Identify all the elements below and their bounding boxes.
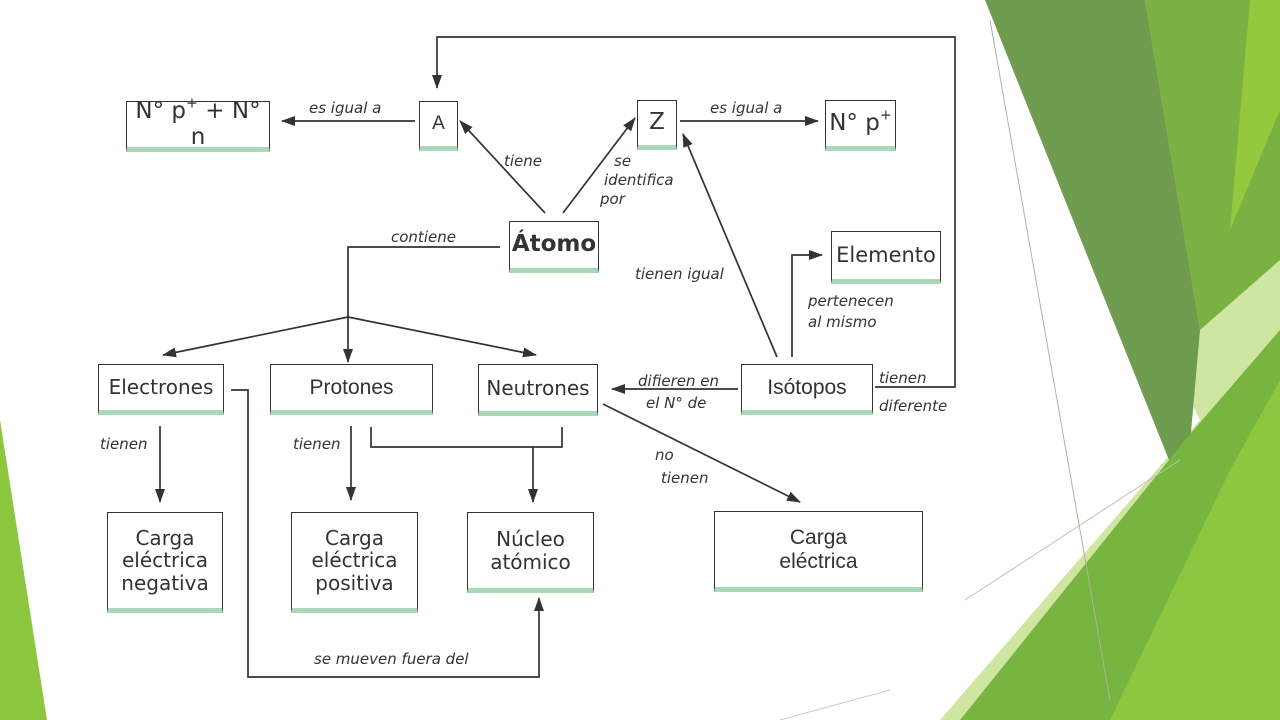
carga-line2: eléctrica (779, 549, 858, 573)
label-pertenecen-al-mismo: pertenecen al mismo (808, 291, 894, 333)
connector-neutrones-to-carga (602, 403, 801, 503)
no-tienen-line2: tienen (661, 469, 709, 487)
pertenecen-line1: pertenecen (808, 292, 894, 310)
node-carga-positiva: Carga eléctrica positiva (291, 512, 418, 613)
carga-negativa-line2: eléctrica (121, 548, 209, 573)
carga-negativa-line1: Carga (135, 525, 195, 550)
node-elemento-label: Elemento (836, 242, 936, 267)
n-protons-prefix: N° p (829, 109, 880, 136)
right-bright-green-strip (1230, 0, 1280, 230)
pertenecen-line2: al mismo (808, 313, 877, 331)
tienen-diferente-line2: diferente (879, 397, 948, 415)
node-carga: Carga eléctrica (714, 511, 923, 592)
left-green-triangle (0, 420, 47, 720)
label-se-mueven-fuera-del: se mueven fuera del (314, 650, 469, 668)
label-tienen-igual: tienen igual (635, 265, 724, 283)
tienen-diferente-line1: tienen (879, 369, 927, 387)
label-tienen-electrones: tienen (100, 435, 148, 453)
label-no-tienen: no tienen (655, 444, 709, 490)
node-electrones: Electrones (98, 364, 224, 415)
carga-positiva-line1: Carga (324, 525, 385, 550)
n-sum-middle: + N° n (190, 97, 261, 150)
connector-isotopos-to-z (682, 133, 778, 358)
node-protones-label: Protones (309, 375, 394, 399)
node-z-label: Z (649, 109, 665, 136)
label-tienen-protones: tienen (293, 435, 341, 453)
node-atomo: Átomo (509, 221, 599, 273)
n-sum-sup: + (186, 95, 198, 112)
label-es-igual-a-right: es igual a (710, 99, 783, 117)
no-tienen-line1: no (655, 446, 674, 464)
carga-positiva-line2: eléctrica (311, 548, 398, 573)
n-sum-prefix: N° p (135, 97, 187, 124)
node-atomo-label: Átomo (511, 231, 597, 258)
carga-negativa-line3: negativa (121, 570, 209, 595)
node-isotopos-label: Isótopos (767, 375, 847, 399)
connector-atomo-to-a (459, 120, 546, 214)
difieren-line2: el N° de (646, 394, 707, 412)
connector-atomo-to-z (562, 117, 636, 214)
connector-atomo-contiene (347, 246, 500, 317)
connector-bracket-nucleo (370, 427, 563, 448)
label-tiene: tiene (504, 152, 543, 170)
connector-isotopos-to-a (432, 36, 956, 388)
deco-thin-line (779, 689, 891, 720)
node-a-label: A (432, 113, 445, 135)
label-tienen-diferente: tienen diferente (879, 364, 947, 420)
node-carga-negativa: Carga eléctrica negativa (107, 512, 223, 613)
node-isotopos: Isótopos (741, 364, 873, 415)
carga-line1: Carga (789, 525, 848, 549)
node-n-sum: N° p+ + N° n (126, 96, 270, 152)
node-elemento: Elemento (831, 231, 941, 284)
node-neutrones-label: Neutrones (486, 375, 590, 400)
connector-electrones-to-nucleo (231, 389, 544, 678)
node-neutrones: Neutrones (478, 364, 598, 416)
deco-thin-line (964, 459, 1181, 601)
deco-thin-line (989, 19, 1111, 701)
connector-to-electrones (162, 316, 349, 358)
node-z: Z (637, 100, 677, 150)
se-identifica-line1: se (614, 152, 632, 170)
carga-positiva-line3: positiva (315, 570, 394, 595)
bottom-right-bright-shape (1110, 380, 1280, 720)
right-dark-green-shape (985, 0, 1200, 500)
label-se-identifica-por: se identifica por (600, 152, 674, 209)
nucleo-line1: Núcleo (496, 527, 565, 552)
nucleo-line2: atómico (490, 549, 571, 574)
node-a: A (419, 101, 458, 151)
label-difieren-en: difieren en el N° de (638, 370, 719, 414)
node-electrones-label: Electrones (108, 375, 214, 400)
label-es-igual-a-left: es igual a (309, 99, 382, 117)
label-contiene: contiene (391, 228, 456, 246)
node-protones: Protones (270, 364, 433, 415)
node-nucleo: Núcleo atómico (467, 512, 594, 593)
node-n-protons: N° p+ (825, 100, 896, 151)
se-identifica-line2: identifica (604, 171, 674, 189)
difieren-line1: difieren en (638, 372, 720, 390)
se-identifica-line3: por (600, 190, 625, 208)
connector-to-neutrones (347, 316, 537, 358)
n-protons-sup: + (879, 106, 892, 123)
connector-isotopos-to-elemento (791, 250, 823, 357)
